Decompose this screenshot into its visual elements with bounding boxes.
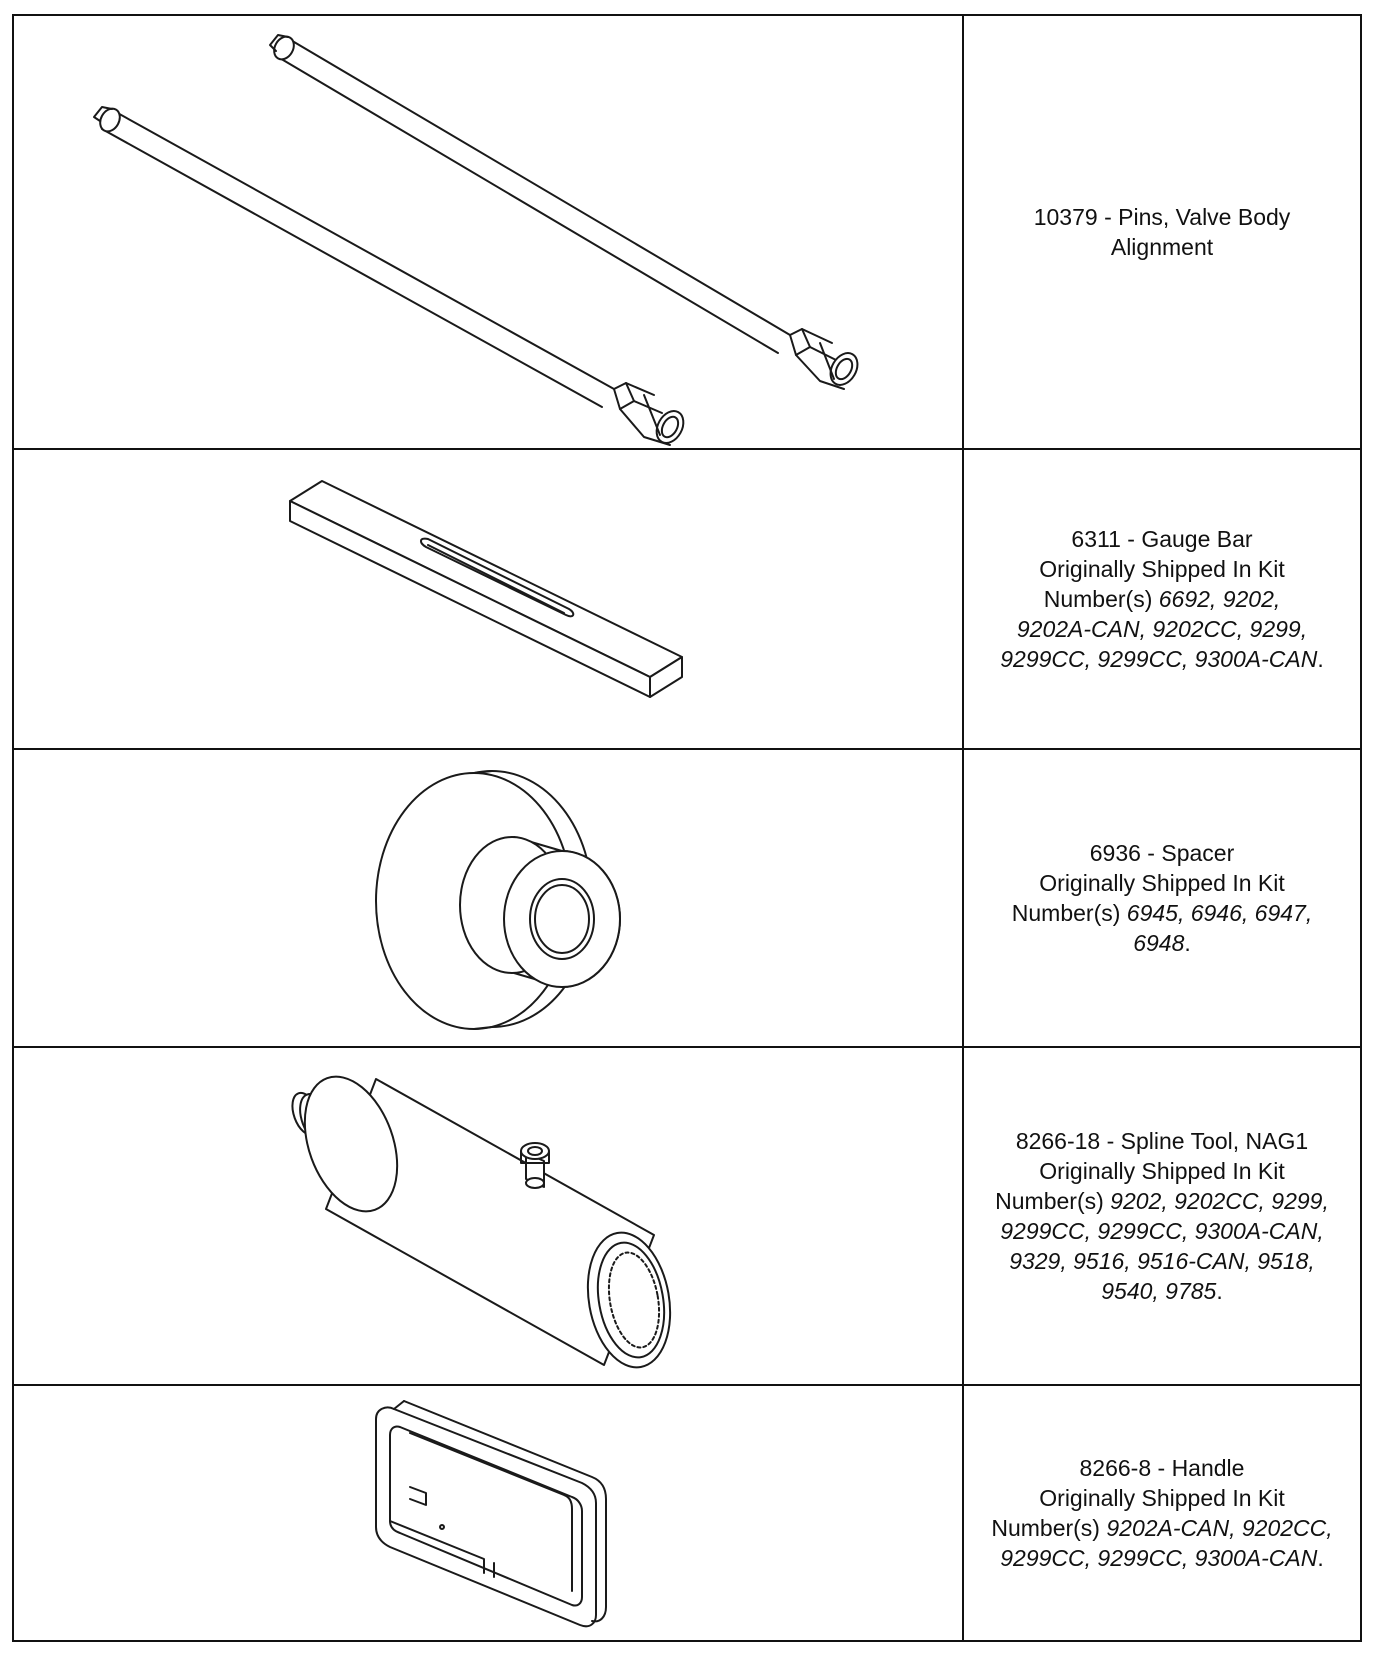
gauge-bar-drawing-icon (289, 480, 683, 698)
kit-numbers-end: . (1317, 646, 1324, 672)
kit-numbers: 6948 (1133, 930, 1185, 956)
spline-tool-drawing-icon (291, 1075, 672, 1369)
kit-shipped-label: Originally Shipped In Kit (1039, 1158, 1285, 1184)
kit-numbers: 9299CC, 9299CC, 9300A-CAN (1000, 1545, 1318, 1571)
tool-description: 10379 - Pins, Valve Body Alignment (962, 14, 1362, 450)
tool-table: 10379 - Pins, Valve Body Alignment 6311 … (12, 14, 1362, 1642)
tool-description: 6311 - Gauge Bar Originally Shipped In K… (962, 448, 1362, 750)
tool-row-8266-18: 8266-18 - Spline Tool, NAG1 Originally S… (12, 1046, 1362, 1386)
kit-numbers-end: . (1216, 1278, 1223, 1304)
handle-drawing-icon (375, 1400, 607, 1628)
kit-numbers-line: 6948. (964, 928, 1360, 958)
kit-numbers-line: 9540, 9785. (964, 1276, 1360, 1306)
kit-numbers-end: . (1184, 930, 1191, 956)
tool-name: 8266-8 - Handle (1079, 1455, 1245, 1481)
kit-numbers: 9299CC, 9299CC, 9300A-CAN, (1000, 1218, 1324, 1244)
tool-description: 8266-8 - Handle Originally Shipped In Ki… (962, 1384, 1362, 1642)
tool-row-6936: 6936 - Spacer Originally Shipped In Kit … (12, 748, 1362, 1048)
tool-name: 6936 - Spacer (1089, 840, 1235, 866)
tool-image-cell (12, 1046, 964, 1386)
kit-numbers-line: 9299CC, 9299CC, 9300A-CAN. (964, 1543, 1360, 1573)
kit-numbers-line: Number(s) 9202A-CAN, 9202CC, (964, 1513, 1360, 1543)
kit-numbers-prefix: Number(s) (1011, 900, 1127, 926)
spacer-drawing-icon (375, 770, 621, 1030)
tool-name: 6311 - Gauge Bar (1071, 526, 1253, 552)
tool-name-continued: Alignment (1110, 234, 1214, 260)
tool-description: 6936 - Spacer Originally Shipped In Kit … (962, 748, 1362, 1048)
kit-shipped-label: Originally Shipped In Kit (1039, 556, 1285, 582)
tool-name: 10379 - Pins, Valve Body (1033, 204, 1291, 230)
kit-numbers-prefix: Number(s) (995, 1188, 1111, 1214)
kit-numbers: 9202A-CAN, 9202CC, (1106, 1515, 1333, 1541)
kit-numbers-prefix: Number(s) (1043, 586, 1159, 612)
tool-row-10379: 10379 - Pins, Valve Body Alignment (12, 14, 1362, 450)
alignment-pins-drawing-icon (93, 34, 859, 446)
kit-numbers: 9329, 9516, 9516-CAN, 9518, (1009, 1248, 1315, 1274)
tool-image-cell (12, 1384, 964, 1642)
tool-image-cell (12, 14, 964, 450)
kit-numbers-end: . (1317, 1545, 1324, 1571)
kit-numbers: 9202, 9202CC, 9299, (1110, 1188, 1329, 1214)
kit-numbers-line: 9299CC, 9299CC, 9300A-CAN. (964, 644, 1360, 674)
tool-image-cell (12, 748, 964, 1048)
tool-row-6311: 6311 - Gauge Bar Originally Shipped In K… (12, 448, 1362, 750)
kit-numbers: 6692, 9202, (1158, 586, 1281, 612)
tool-name: 8266-18 - Spline Tool, NAG1 (1015, 1128, 1309, 1154)
tool-image-cell (12, 448, 964, 750)
kit-numbers: 9299CC, 9299CC, 9300A-CAN (1000, 646, 1318, 672)
kit-numbers-line: Number(s) 6692, 9202, (964, 584, 1360, 614)
kit-numbers-prefix: Number(s) (991, 1515, 1107, 1541)
kit-numbers-line: Number(s) 9202, 9202CC, 9299, (964, 1186, 1360, 1216)
tool-row-8266-8: 8266-8 - Handle Originally Shipped In Ki… (12, 1384, 1362, 1642)
kit-numbers: 6945, 6946, 6947, (1126, 900, 1313, 926)
kit-numbers: 9202A-CAN, 9202CC, 9299, (1016, 616, 1308, 642)
kit-shipped-label: Originally Shipped In Kit (1039, 1485, 1285, 1511)
kit-shipped-label: Originally Shipped In Kit (1039, 870, 1285, 896)
kit-numbers: 9540, 9785 (1101, 1278, 1217, 1304)
kit-numbers-line: Number(s) 6945, 6946, 6947, (964, 898, 1360, 928)
tool-description: 8266-18 - Spline Tool, NAG1 Originally S… (962, 1046, 1362, 1386)
